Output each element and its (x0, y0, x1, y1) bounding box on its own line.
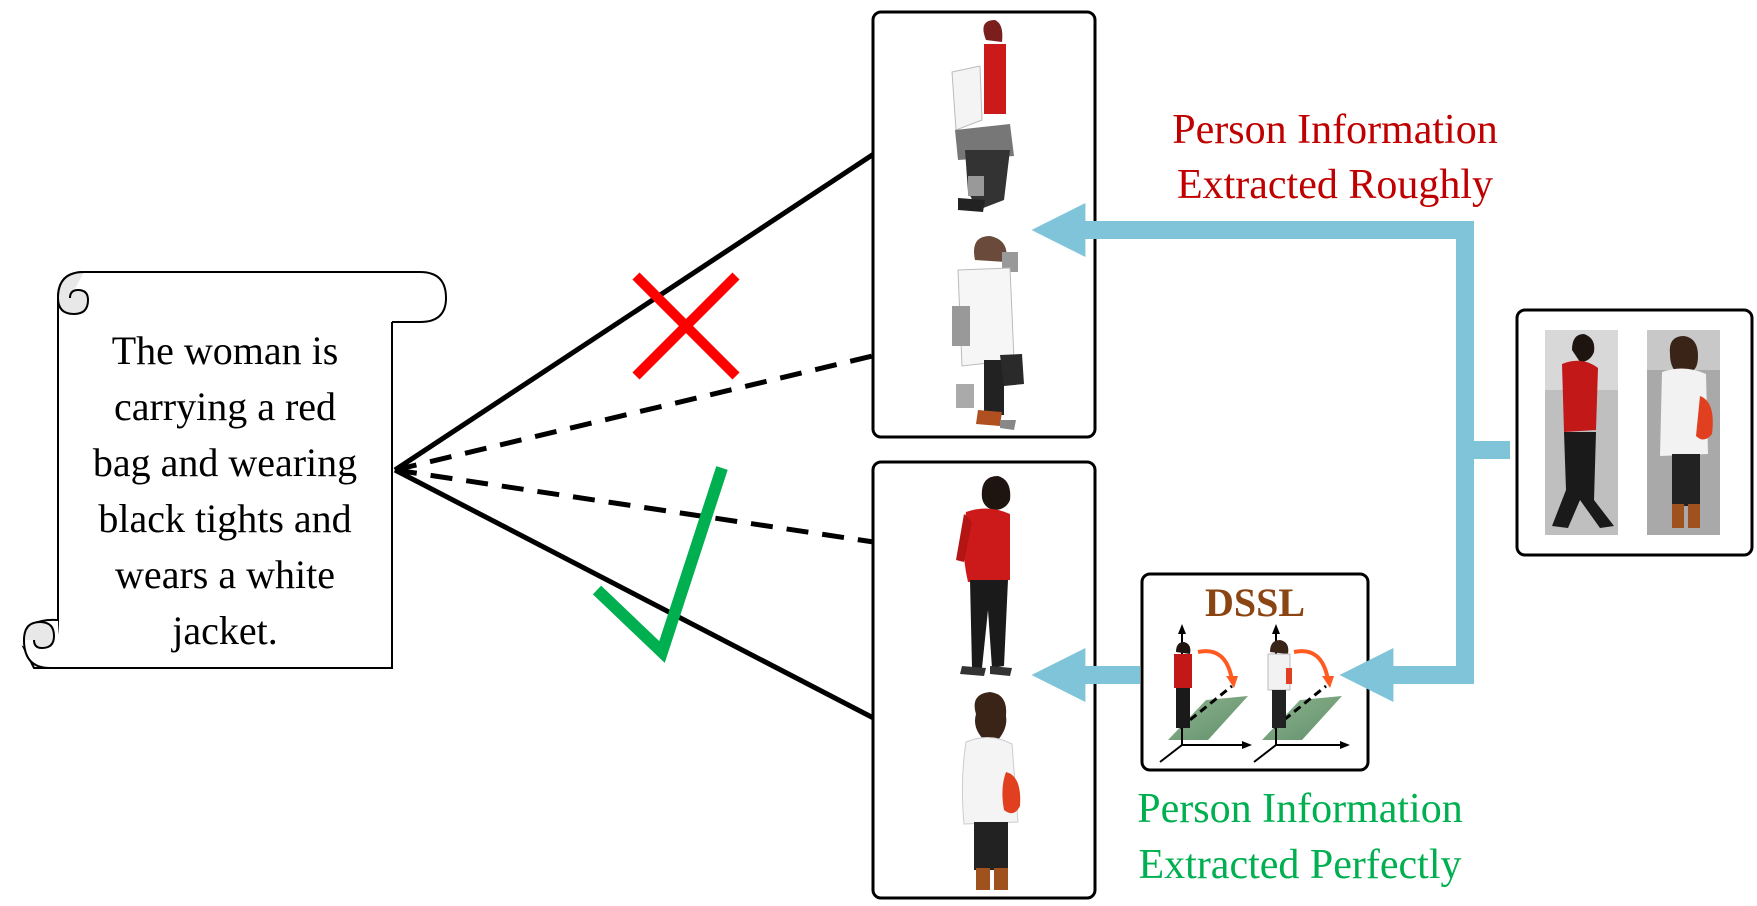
perfect-label-line-2: Extracted Perfectly (1139, 842, 1462, 888)
source-image-man (1545, 330, 1618, 535)
dssl-panel: DSSL (1140, 572, 1370, 772)
match-line-dashed-top (394, 335, 949, 473)
dssl-scene-right (1253, 624, 1350, 763)
source-image-panel (1515, 308, 1754, 557)
match-line-solid-top (393, 104, 947, 473)
description-scroll: The woman is carrying a red bag and wear… (21, 271, 448, 669)
scroll-text-line-2: carrying a red (114, 384, 336, 429)
rough-extraction-panel (871, 10, 1097, 439)
dssl-title: DSSL (1205, 580, 1305, 625)
match-line-solid-bottom (393, 467, 968, 769)
check-mark-icon (592, 466, 728, 663)
rough-label-line-1: Person Information (1172, 107, 1497, 153)
source-image-woman (1647, 330, 1720, 535)
perfect-figure-man (956, 476, 1012, 676)
cross-mark-icon (632, 272, 740, 380)
scroll-text-line-3: bag and wearing (93, 440, 357, 485)
dssl-scene-left (1159, 624, 1252, 763)
perfect-extraction-panel (871, 460, 1097, 900)
scroll-text-line-4: black tights and (98, 496, 351, 541)
rough-label-line-2: Extracted Roughly (1177, 162, 1493, 208)
match-lines (393, 104, 968, 769)
perfect-figure-woman (961, 692, 1021, 890)
match-line-dashed-bottom (394, 467, 961, 558)
flow-arrows (1031, 203, 1510, 702)
perfect-label-line-1: Person Information (1137, 786, 1462, 832)
rough-figure-man (951, 20, 1014, 212)
rough-figure-woman (952, 236, 1024, 430)
scroll-text-line-5: wears a white (115, 552, 335, 597)
scroll-text-line-6: jacket. (170, 608, 278, 653)
scroll-text-line-1: The woman is (112, 328, 339, 373)
